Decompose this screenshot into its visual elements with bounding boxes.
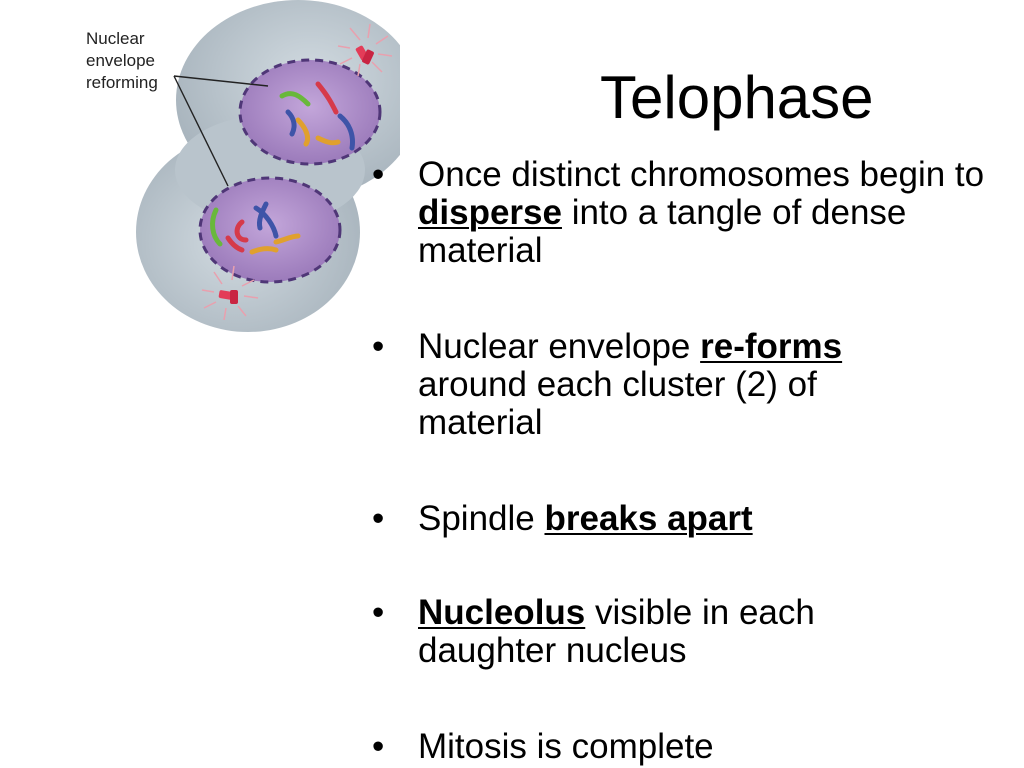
bullet-text: Once distinct chromosomes begin to dispe… — [418, 155, 985, 270]
bullet-marker: • — [372, 155, 385, 194]
telophase-cell-figure: Nuclear envelope reforming — [70, 0, 400, 340]
telophase-cell-illustration — [136, 0, 400, 332]
bullet-item-reforms: • Nuclear envelope re-forms around each … — [372, 328, 1018, 442]
bullet-item-complete: • Mitosis is complete — [372, 728, 1018, 766]
top-centrosome — [337, 23, 393, 77]
slide-title: Telophase — [600, 64, 874, 131]
bottom-chromosomes — [210, 201, 301, 255]
bullet-marker: • — [372, 593, 385, 632]
bullet-item-spindle: • Spindle breaks apart — [372, 500, 1018, 538]
bullet-text: Mitosis is complete — [418, 727, 714, 766]
bottom-centrosome — [201, 265, 259, 321]
nuclear-envelope-reforming-label: Nuclear envelope reforming — [86, 29, 158, 92]
label-leader-lines — [173, 75, 269, 187]
bullet-item-nucleolus: • Nucleolus visible in each daughter nuc… — [372, 594, 1018, 670]
bullet-emphasis: re-forms — [700, 327, 843, 366]
top-nucleus — [238, 58, 382, 166]
bullet-emphasis: breaks apart — [544, 499, 753, 538]
top-chromosomes — [279, 81, 355, 151]
bullet-text: Nuclear envelope re-forms around each cl… — [418, 327, 843, 442]
bullet-marker: • — [372, 727, 385, 766]
bullet-emphasis: disperse — [418, 193, 562, 232]
bullet-text: Nucleolus visible in each daughter nucle… — [418, 593, 815, 670]
bullet-marker: • — [372, 499, 385, 538]
bullet-text: Spindle breaks apart — [418, 499, 753, 538]
bottom-nucleus — [198, 176, 342, 284]
bullet-item-disperse: • Once distinct chromosomes begin to dis… — [372, 156, 1018, 270]
bullet-marker: • — [372, 327, 385, 366]
bullet-emphasis: Nucleolus — [418, 593, 586, 632]
